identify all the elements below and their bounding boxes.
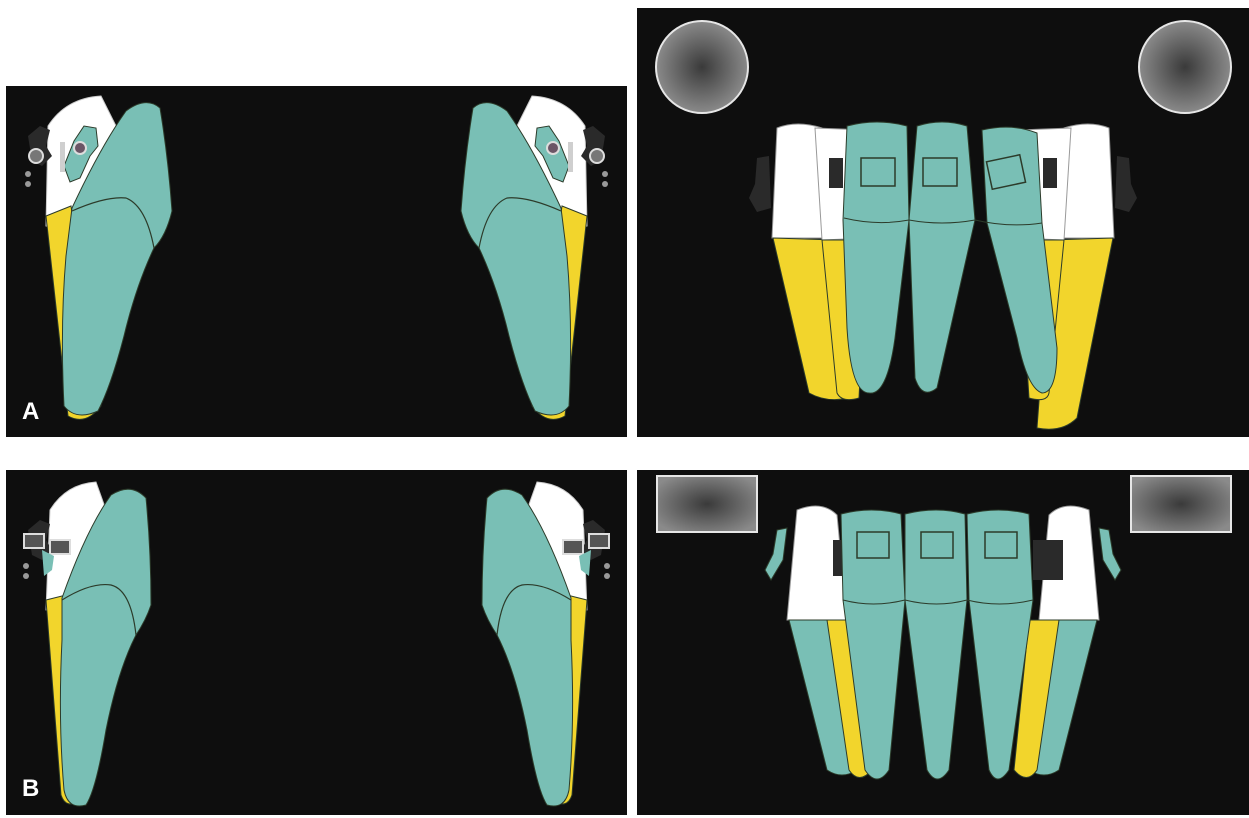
panel-b-frontal-view <box>637 470 1249 815</box>
right-tooth-a <box>461 96 608 419</box>
teeth-frontal-illustration-b <box>637 470 1249 815</box>
panel-b-lateral-view: B <box>6 470 627 815</box>
panel-label-b: B <box>22 775 39 803</box>
panel-a-lateral-view: A <box>6 86 627 437</box>
teeth-frontal-illustration-a <box>637 8 1249 437</box>
round-bracket-inset-right <box>1139 21 1231 113</box>
rect-bracket-inset-right <box>1131 476 1231 532</box>
teeth-lateral-illustration-b <box>6 470 627 815</box>
panel-label-a: A <box>22 398 39 426</box>
central-teeth-b <box>841 510 1033 779</box>
panel-a-frontal-view <box>637 8 1249 437</box>
left-tooth-b <box>23 482 151 806</box>
rect-bracket-inset-left <box>657 476 757 532</box>
right-tooth-b <box>482 482 610 806</box>
left-tooth-a <box>25 96 172 419</box>
central-teeth-a <box>843 122 1057 393</box>
round-bracket-inset-left <box>656 21 748 113</box>
teeth-lateral-illustration-a <box>6 86 627 437</box>
